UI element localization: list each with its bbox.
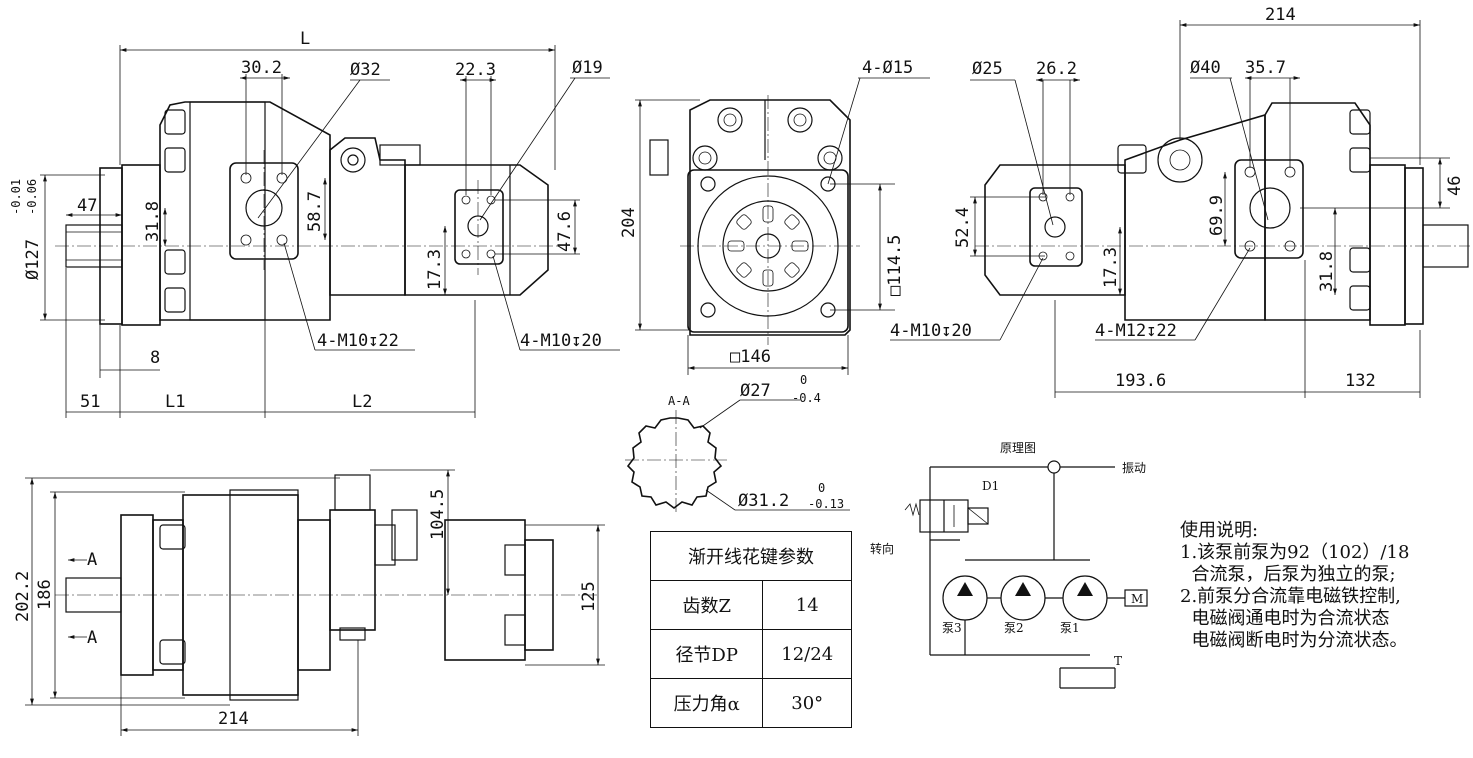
dim-phi31-2-low: -0.13 — [808, 497, 844, 511]
dim-L: L — [300, 29, 310, 49]
table-cell-label: 压力角α — [649, 678, 764, 728]
notes-line: 电磁阀断电时为分流状态。 — [1180, 630, 1408, 651]
hydraulic-schematic: 原理图 振动 D1 转向 M 泵3 泵2 泵1 — [870, 441, 1148, 689]
dim-125: 125 — [579, 581, 599, 612]
usage-notes: 使用说明:1.该泵前泵为92（102）/18 合流泵，后泵为独立的泵;2.前泵分… — [1180, 520, 1409, 652]
tol-lower: -0.06 — [25, 179, 39, 215]
dim-L2: L2 — [352, 392, 372, 412]
label-motor: M — [1131, 592, 1143, 606]
dim-214-bottom: 214 — [218, 709, 249, 729]
dim-193-6: 193.6 — [1115, 371, 1166, 391]
table-row: 压力角α 30° — [649, 678, 852, 728]
view-rear-side: 214 26.2 Ø25 35.7 Ø40 46 69.9 52.4 17.3 … — [890, 5, 1470, 398]
table-row: 径节DP 12/24 — [649, 629, 852, 679]
label-vibration: 振动 — [1122, 461, 1146, 475]
label-rotation: 转向 — [870, 541, 894, 556]
dim-m10-22: 4-M10↧22 — [317, 331, 399, 351]
table-row: 齿数Z 14 — [649, 580, 852, 630]
dim-46: 46 — [1445, 176, 1465, 196]
dim-47: 47 — [77, 196, 97, 216]
dim-phi32: Ø32 — [350, 60, 381, 80]
table-cell-value: 12/24 — [762, 629, 852, 679]
dim-phi27-up: 0 — [800, 373, 807, 387]
dim-214-top: 214 — [1265, 5, 1296, 25]
dim-phi31-2-up: 0 — [818, 481, 825, 495]
section-title-a-a: A-A — [668, 394, 690, 408]
notes-line: 2.前泵分合流靠电磁铁控制, — [1180, 586, 1401, 607]
label-pump1: 泵1 — [1060, 621, 1080, 635]
dim-4-phi15: 4-Ø15 — [862, 58, 913, 78]
dim-47-6: 47.6 — [555, 211, 575, 252]
dim-186: 186 — [35, 579, 55, 610]
dim-35-7: 35.7 — [1245, 58, 1286, 78]
notes-title: 使用说明: — [1180, 520, 1259, 541]
dim-L1: L1 — [165, 392, 185, 412]
dim-132: 132 — [1345, 371, 1376, 391]
dim-m10-20b: 4-M10↧20 — [890, 321, 972, 341]
dim-69-9: 69.9 — [1207, 195, 1227, 236]
table-cell-value: 30° — [762, 678, 852, 728]
dim-104-5: 104.5 — [428, 489, 448, 540]
view-top: A A 202.2 186 104.5 125 214 — [13, 469, 605, 736]
table-cell-value: 14 — [762, 580, 852, 630]
table-cell-label: 径节DP — [649, 629, 764, 679]
view-flange-end: 204 □114.5 □146 4-Ø15 — [619, 58, 930, 375]
notes-line: 1.该泵前泵为92（102）/18 — [1180, 542, 1410, 563]
dim-58-7: 58.7 — [305, 191, 325, 232]
dim-phi40: Ø40 — [1190, 58, 1221, 78]
spline-table-title: 渐开线花键参数 — [650, 531, 852, 581]
table-cell-label: 齿数Z — [649, 580, 764, 630]
notes-line: 合流泵，后泵为独立的泵; — [1180, 564, 1396, 585]
dim-phi25: Ø25 — [972, 59, 1003, 79]
dim-22-3: 22.3 — [455, 60, 496, 80]
dim-31-8: 31.8 — [143, 201, 163, 242]
schematic-title: 原理图 — [1000, 441, 1036, 455]
dim-phi27-low: -0.4 — [792, 391, 821, 405]
dim-202-2: 202.2 — [13, 571, 33, 622]
tol-upper: -0.01 — [9, 179, 23, 215]
spline-parameter-table: 渐开线花键参数 齿数Z 14 径节DP 12/24 压力角α 30° — [649, 531, 852, 728]
dim-204: 204 — [619, 207, 639, 238]
dim-phi31-2: Ø31.2 — [738, 491, 789, 511]
dim-51: 51 — [80, 392, 100, 412]
section-mark-a-bottom: A — [87, 628, 97, 648]
dim-m10-20: 4-M10↧20 — [520, 331, 602, 351]
dim-17-3: 17.3 — [425, 249, 445, 290]
section-a-a-spline: A-A Ø27 0 -0.4 Ø31.2 0 -0.13 — [625, 373, 850, 512]
notes-line: 电磁阀通电时为合流状态 — [1180, 608, 1390, 629]
label-valve: D1 — [982, 479, 999, 493]
label-pump3: 泵3 — [942, 621, 962, 635]
label-pump2: 泵2 — [1004, 621, 1024, 635]
dim-phi19: Ø19 — [572, 58, 603, 78]
section-mark-a-top: A — [87, 550, 97, 570]
label-tank: T — [1114, 654, 1122, 668]
dim-sq146: □146 — [730, 347, 771, 367]
dim-52-4: 52.4 — [953, 207, 973, 248]
dim-30-2: 30.2 — [241, 58, 282, 78]
dim-phi127: Ø127 — [23, 239, 43, 280]
dim-8: 8 — [150, 348, 160, 368]
dim-m12-22: 4-M12↧22 — [1095, 321, 1177, 341]
dim-sq114-5: □114.5 — [885, 235, 905, 296]
dim-31-8b: 31.8 — [1317, 251, 1337, 292]
dim-17-3b: 17.3 — [1101, 247, 1121, 288]
dim-phi27: Ø27 — [740, 381, 771, 401]
dim-26-2: 26.2 — [1036, 59, 1077, 79]
view-front-side: L 30.2 Ø32 22.3 Ø19 47 Ø127 -0.01 -0.06 … — [9, 29, 620, 418]
